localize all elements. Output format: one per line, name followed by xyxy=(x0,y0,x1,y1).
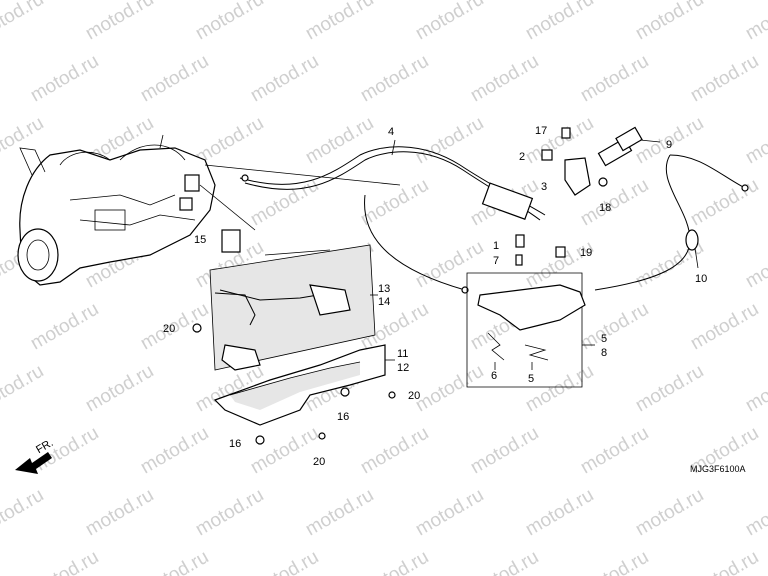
watermark-text: motod.ru xyxy=(632,0,707,44)
watermark-text: motod.ru xyxy=(0,113,47,169)
watermark-text: motod.ru xyxy=(137,547,212,576)
callout-10: 10 xyxy=(695,273,707,285)
watermark-text: motod.ru xyxy=(192,0,267,44)
watermark-text: motod.ru xyxy=(522,113,597,169)
callout-16-left: 16 xyxy=(229,438,241,450)
watermark-text: motod.ru xyxy=(0,361,47,417)
watermark-text: motod.ru xyxy=(27,547,102,576)
callout-4: 4 xyxy=(388,126,394,138)
watermark-text: motod.ru xyxy=(577,423,652,479)
callout-15: 15 xyxy=(194,234,206,246)
watermark-text: motod.ru xyxy=(522,0,597,44)
watermark-text: motod.ru xyxy=(522,237,597,293)
parking-brake-cable-4 xyxy=(239,139,546,294)
callout-2: 2 xyxy=(519,151,525,163)
callout-14: 14 xyxy=(378,296,390,308)
watermark-text: motod.ru xyxy=(522,485,597,541)
callout-11: 11 xyxy=(397,348,408,360)
watermark-text: motod.ru xyxy=(412,113,487,169)
callout-16-center: 16 xyxy=(337,411,349,423)
watermark-text: motod.ru xyxy=(467,423,542,479)
callout-5-right: 5 xyxy=(601,333,607,345)
callout-8: 8 xyxy=(601,347,607,359)
watermark-text: motod.ru xyxy=(742,485,768,541)
callout-20-left: 20 xyxy=(163,323,175,335)
watermark-text: motod.ru xyxy=(247,51,322,107)
watermark-text: motod.ru xyxy=(82,0,157,44)
watermark-text: motod.ru xyxy=(467,547,542,576)
watermark-text: motod.ru xyxy=(0,0,47,44)
diagram-code: MJG3F6100A xyxy=(690,464,746,474)
watermark-text: motod.ru xyxy=(82,361,157,417)
watermark-text: motod.ru xyxy=(27,299,102,355)
watermark-text: motod.ru xyxy=(247,547,322,576)
watermark-text: motod.ru xyxy=(137,51,212,107)
watermark-text: motod.ru xyxy=(687,547,762,576)
callout-1: 1 xyxy=(493,240,499,252)
watermark-text: motod.ru xyxy=(412,485,487,541)
watermark-text: motod.ru xyxy=(247,175,322,231)
callout-20-right: 20 xyxy=(408,390,420,402)
watermark-text: motod.ru xyxy=(742,237,768,293)
watermark-text: motod.ru xyxy=(687,175,762,231)
callout-5-bottom: 5 xyxy=(528,373,534,385)
direction-arrow xyxy=(15,452,52,474)
watermark-text: motod.ru xyxy=(357,51,432,107)
watermark-text: motod.ru xyxy=(357,175,432,231)
callout-12: 12 xyxy=(397,362,409,374)
watermark-text: motod.ru xyxy=(302,485,377,541)
watermark-text: motod.ru xyxy=(577,51,652,107)
watermark-text: motod.ru xyxy=(467,51,542,107)
watermark-text: motod.ru xyxy=(357,423,432,479)
lower-bracket-11-12 xyxy=(213,344,396,445)
watermark-text: motod.ru xyxy=(412,361,487,417)
callout-19: 19 xyxy=(580,247,592,259)
watermark-text: motod.ru xyxy=(577,299,652,355)
bracket-assembly-13-14 xyxy=(192,229,378,371)
watermark-text: motod.ru xyxy=(27,51,102,107)
cable-10 xyxy=(594,154,749,291)
watermark-text: motod.ru xyxy=(632,485,707,541)
watermark-text: motod.ru xyxy=(687,51,762,107)
callout-3: 3 xyxy=(541,181,547,193)
watermark-text: motod.ru xyxy=(742,0,768,44)
watermark-text: motod.ru xyxy=(82,485,157,541)
watermark-text: motod.ru xyxy=(742,113,768,169)
callout-18: 18 xyxy=(599,202,611,214)
watermark-text: motod.ru xyxy=(192,485,267,541)
watermark-text: motod.ru xyxy=(137,423,212,479)
callout-17: 17 xyxy=(535,125,547,137)
watermark-text: motod.ru xyxy=(687,299,762,355)
watermark-text: motod.ru xyxy=(412,0,487,44)
callout-20-bottom: 20 xyxy=(313,456,325,468)
callout-9: 9 xyxy=(666,139,672,151)
callout-6: 6 xyxy=(491,370,497,382)
watermark-text: motod.ru xyxy=(247,423,322,479)
watermark-text: motod.ru xyxy=(742,361,768,417)
watermark-text: motod.ru xyxy=(632,361,707,417)
watermark-text: motod.ru xyxy=(302,0,377,44)
watermark-text: motod.ru xyxy=(412,237,487,293)
watermark-text: motod.ru xyxy=(577,547,652,576)
switch-assembly xyxy=(541,126,661,196)
watermark-text: motod.ru xyxy=(357,547,432,576)
watermark-text: motod.ru xyxy=(522,361,597,417)
watermark-text: motod.ru xyxy=(0,485,47,541)
motorcycle-illustration xyxy=(17,134,401,286)
callout-13: 13 xyxy=(378,283,390,295)
callout-7: 7 xyxy=(493,255,499,267)
pedal-assembly-frame xyxy=(466,234,595,388)
